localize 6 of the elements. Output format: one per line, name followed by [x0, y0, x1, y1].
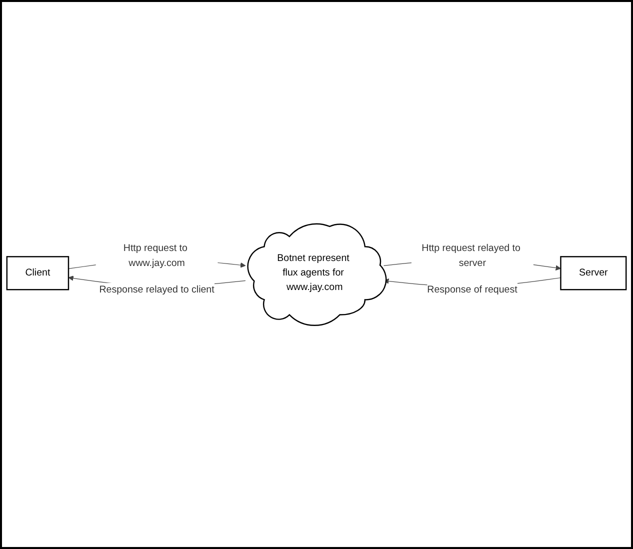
edge-label: Http request relayed to server [422, 243, 520, 268]
node-box: Client [6, 256, 70, 290]
edge-label: Http request to www.jay.com [123, 243, 188, 268]
node-box: Server [560, 256, 627, 290]
edge-label: Response of request [427, 284, 518, 295]
edge-label: Response relayed to client [99, 284, 214, 295]
